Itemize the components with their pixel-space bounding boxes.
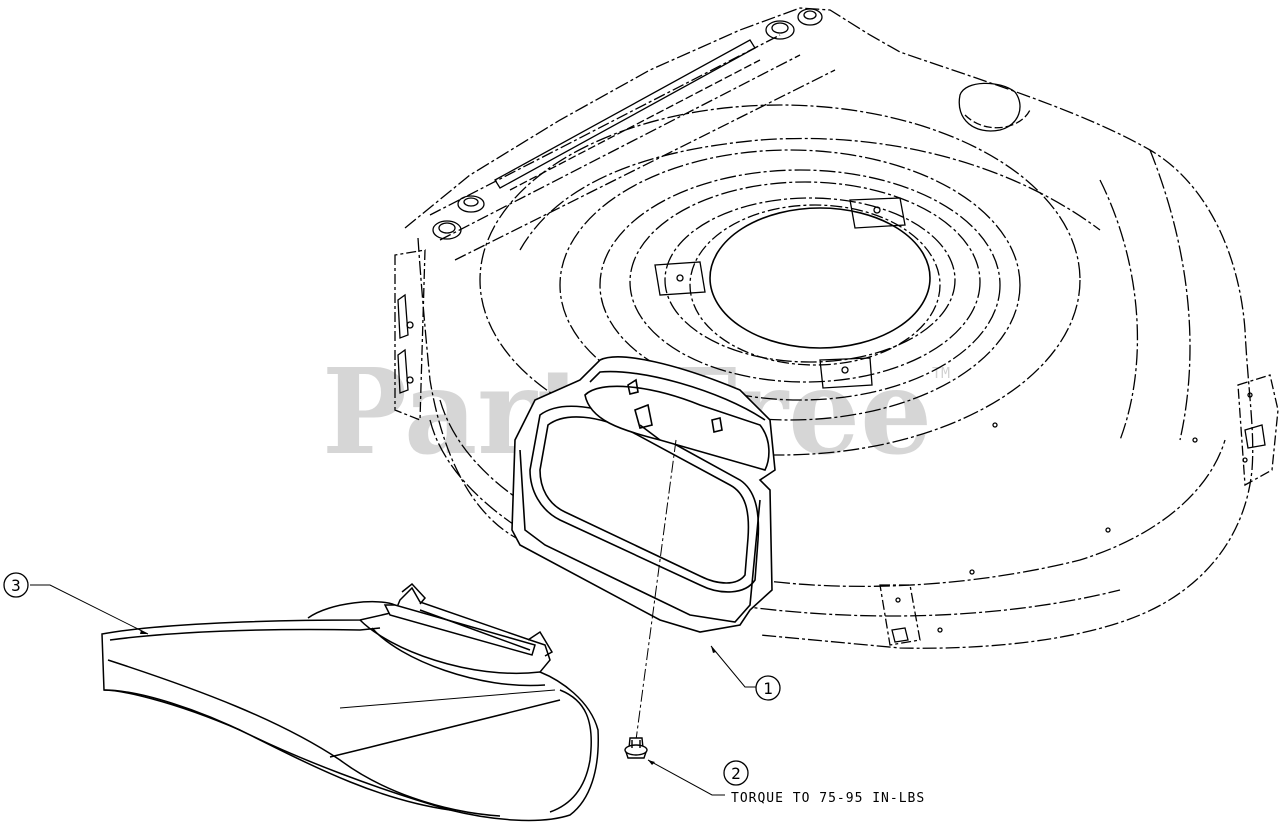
callout-2-note: TORQUE TO 75-95 IN-LBS — [731, 791, 925, 806]
callout-1: 1 — [710, 645, 781, 701]
part-1-chute-opening — [511, 356, 776, 633]
callout-2-number: 2 — [731, 764, 741, 783]
callout-3: 3 — [3, 572, 149, 635]
part-3-deflector — [101, 582, 599, 822]
mower-deck — [394, 7, 1279, 649]
callout-3-number: 3 — [11, 576, 21, 595]
part-2-screw — [624, 439, 677, 759]
callout-1-number: 1 — [763, 679, 773, 698]
callout-2: 2 TORQUE TO 75-95 IN-LBS — [647, 759, 925, 806]
